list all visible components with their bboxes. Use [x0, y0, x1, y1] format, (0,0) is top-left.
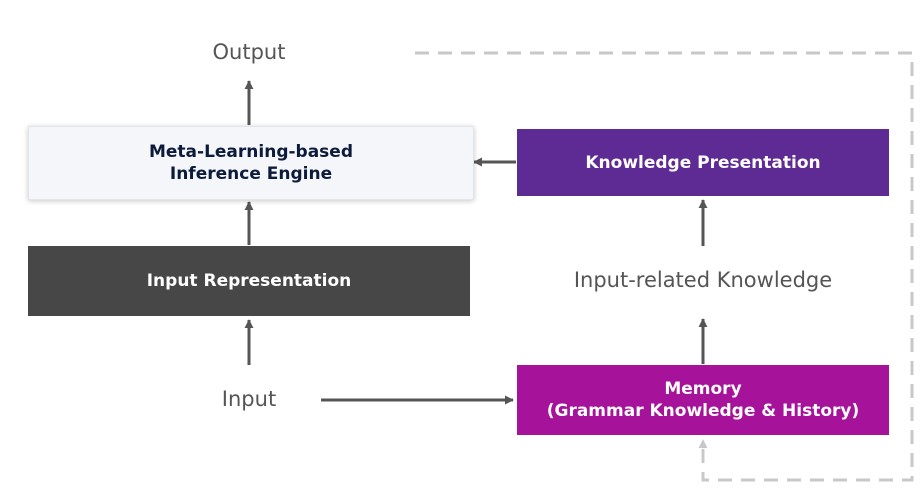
input-related-knowledge-label: Input-related Knowledge: [573, 268, 833, 292]
memory-subtitle: (Grammar Knowledge & History): [546, 401, 860, 421]
inference-engine-line-1: Meta-Learning-based: [148, 142, 354, 162]
knowledge-presentation-box: Knowledge Presentation: [517, 129, 889, 196]
input-representation-box: Input Representation: [28, 246, 470, 316]
input-label: Input: [221, 387, 277, 411]
memory-title: Memory: [664, 379, 742, 399]
inference-engine-box: Meta-Learning-based Inference Engine: [28, 126, 474, 200]
dashed-feedback-loop: [415, 51, 914, 482]
inference-engine-line-2: Inference Engine: [169, 164, 333, 184]
memory-box: Memory (Grammar Knowledge & History): [517, 365, 889, 435]
knowledge-presentation-label: Knowledge Presentation: [585, 152, 821, 173]
output-label: Output: [212, 40, 286, 64]
input-representation-label: Input Representation: [146, 271, 352, 291]
